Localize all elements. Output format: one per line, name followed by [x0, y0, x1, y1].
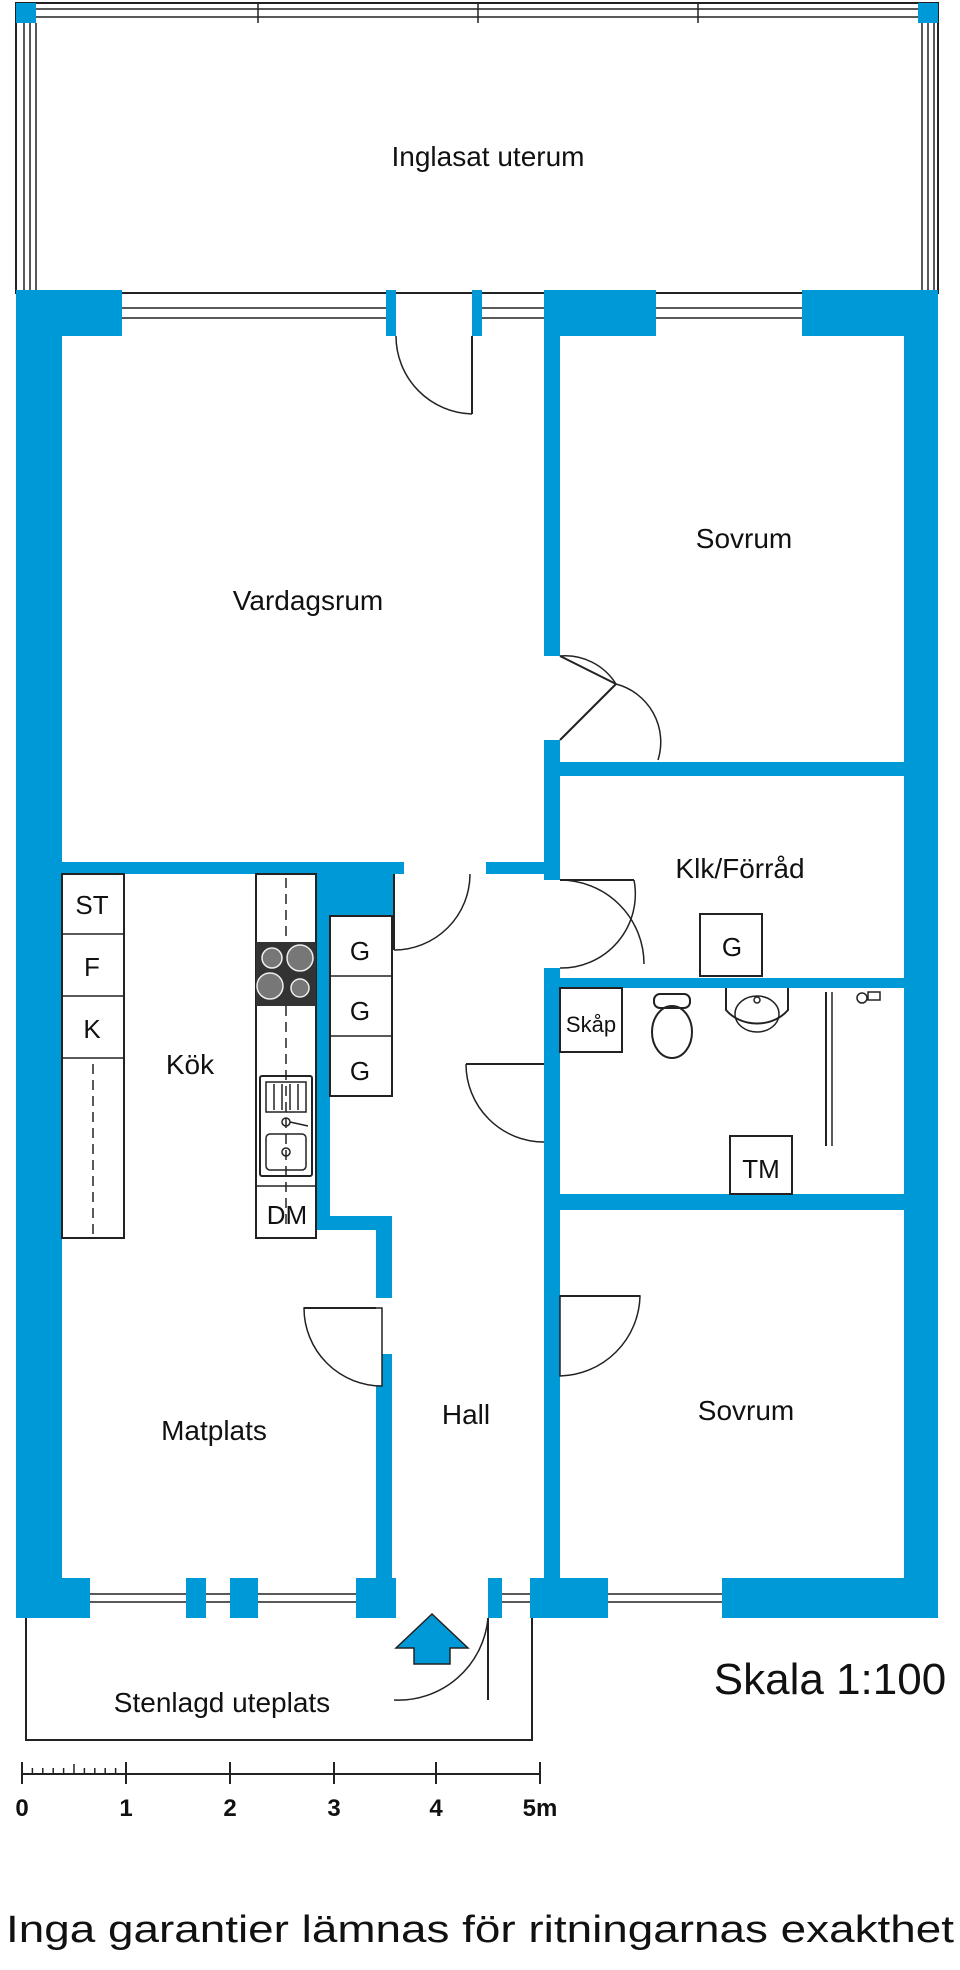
- entrance-arrow-icon: [394, 1612, 470, 1665]
- fixture-label-dm: DM: [267, 1200, 307, 1230]
- scale-tick-1: 1: [119, 1795, 132, 1822]
- toilet-icon: [651, 993, 693, 1059]
- fixture-label-tm: TM: [742, 1154, 780, 1184]
- fixture-label-g-closet: G: [722, 932, 742, 962]
- fixture-label-g-3: G: [350, 1056, 370, 1086]
- walls: [16, 290, 938, 1618]
- scale-tick-0: 0: [15, 1795, 28, 1822]
- scale-bar: [21, 1762, 541, 1784]
- washbasin-icon: [725, 988, 789, 1033]
- room-label-matplats: Matplats: [161, 1415, 267, 1446]
- room-label-klk-forrad: Klk/Förråd: [675, 853, 804, 884]
- stone-patio: [25, 1618, 533, 1741]
- scale-tick-3: 3: [327, 1795, 340, 1822]
- room-label-sovrum-lower: Sovrum: [698, 1395, 794, 1426]
- scale-tick-5: 5m: [523, 1795, 558, 1822]
- scale-label: Skala 1:100: [714, 1655, 946, 1704]
- kitchen-sink-icon: [259, 1075, 313, 1177]
- disclaimer: Inga garantier lämnas för ritningarnas e…: [6, 1909, 955, 1951]
- doors: [303, 335, 662, 1701]
- room-label-hall: Hall: [442, 1399, 490, 1430]
- fixture-label-skap: Skåp: [566, 1012, 616, 1037]
- shower-icon: [825, 991, 881, 1146]
- windows: [90, 296, 802, 1612]
- scale-tick-2: 2: [223, 1795, 236, 1822]
- fixture-label-k: K: [83, 1014, 101, 1044]
- utility-fixtures: [559, 913, 881, 1195]
- room-label-inglasat-uterum: Inglasat uterum: [392, 141, 585, 172]
- fixture-label-f: F: [84, 952, 100, 982]
- room-label-vardagsrum: Vardagsrum: [233, 585, 383, 616]
- room-label-sovrum-upper: Sovrum: [696, 523, 792, 554]
- fixture-label-g-1: G: [350, 936, 370, 966]
- room-label-kok: Kök: [166, 1049, 215, 1080]
- scale-tick-4: 4: [429, 1795, 443, 1822]
- fixture-label-g-2: G: [350, 996, 370, 1026]
- room-label-stenlagd-uteplats: Stenlagd uteplats: [114, 1687, 330, 1718]
- kitchen-fixtures: [61, 873, 393, 1239]
- fixture-label-st: ST: [75, 890, 108, 920]
